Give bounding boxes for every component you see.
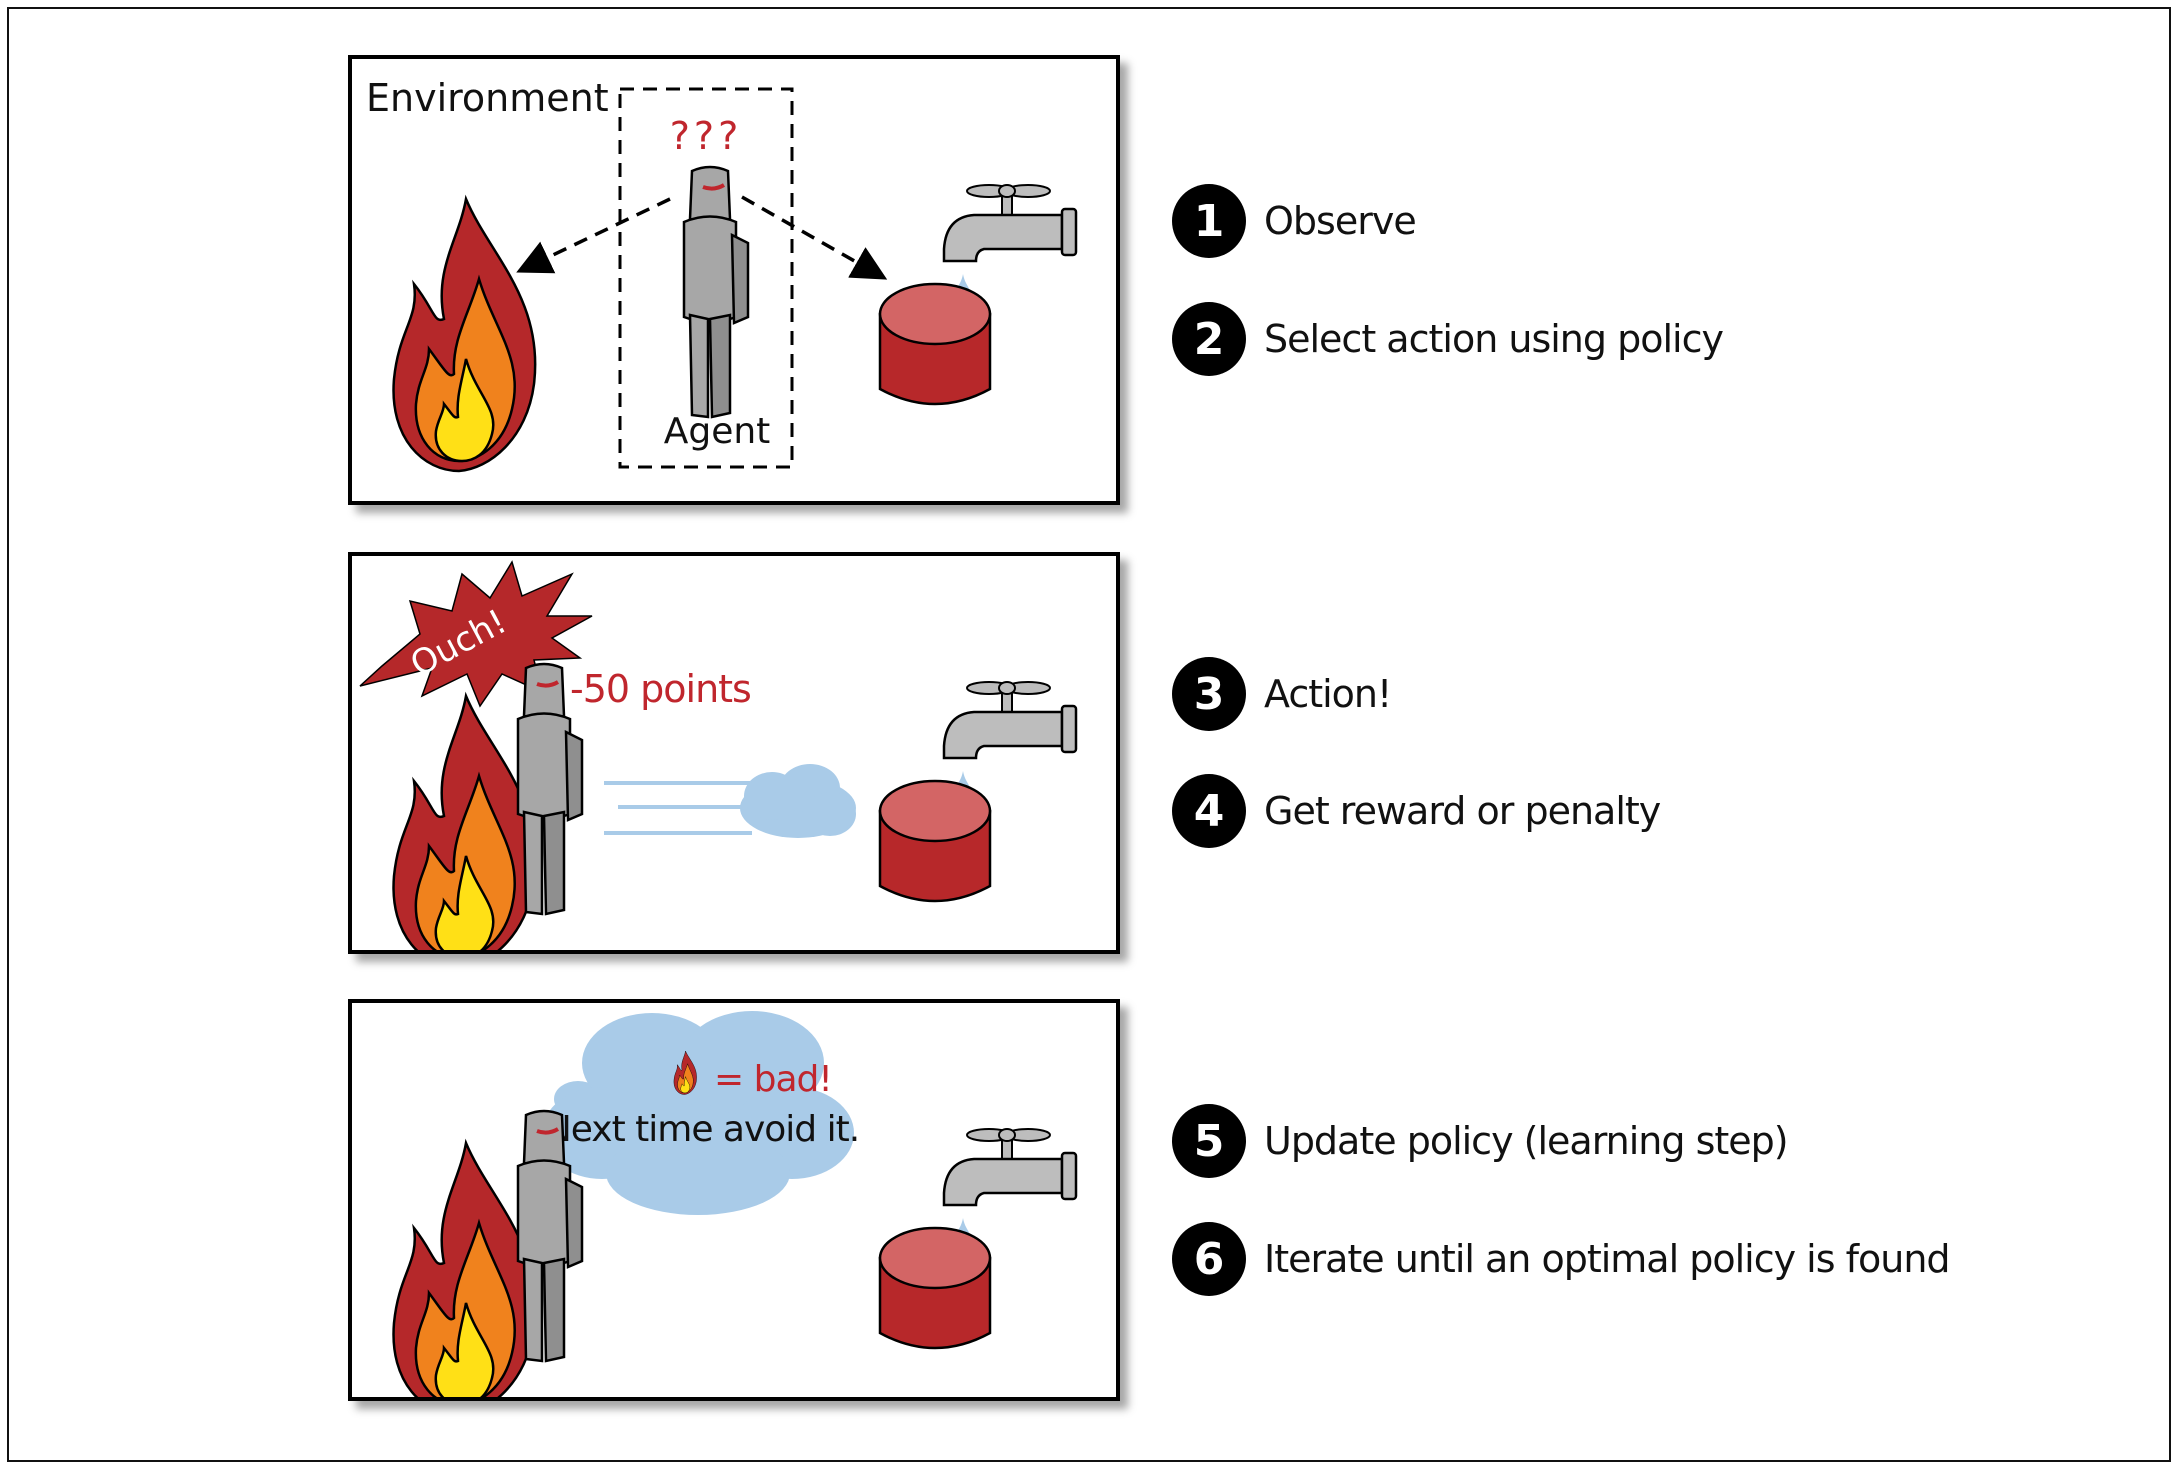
bucket-icon [878, 779, 992, 903]
step-label: Update policy (learning step) [1264, 1119, 1789, 1163]
fire-icon [392, 694, 537, 950]
observe-scene: Environment ??? Agent [366, 76, 1078, 473]
observe-panel: Environment ??? Agent [348, 55, 1120, 505]
step-number-badge: 6 [1172, 1222, 1246, 1296]
bucket-icon [878, 282, 992, 406]
question-marks: ??? [670, 114, 743, 158]
bucket-icon [878, 1226, 992, 1350]
agent-dashed-box [618, 87, 794, 469]
environment-label: Environment [366, 76, 609, 120]
step-label: Select action using policy [1264, 317, 1724, 361]
step-observe: 1 Observe [1172, 183, 1417, 259]
action-panel: Ouch! -50 points [348, 552, 1120, 954]
arrow-to-bucket [741, 195, 888, 280]
learning-scene: = bad! Next time avoid it. [392, 1011, 1078, 1397]
action-scene: Ouch! -50 points [359, 560, 1078, 950]
step-select-action: 2 Select action using policy [1172, 301, 1724, 377]
step-update-policy: 5 Update policy (learning step) [1172, 1103, 1789, 1179]
water-tap-icon [942, 680, 1078, 760]
water-tap-icon [942, 183, 1078, 263]
thought-avoid-text: Next time avoid it. [545, 1109, 859, 1150]
step-number-badge: 3 [1172, 657, 1246, 731]
step-number-badge: 4 [1172, 774, 1246, 848]
penalty-points: -50 points [570, 667, 751, 711]
agent-label: Agent [664, 411, 771, 452]
step-label: Get reward or penalty [1264, 789, 1661, 833]
step-iterate: 6 Iterate until an optimal policy is fou… [1172, 1221, 1951, 1297]
learning-panel: = bad! Next time avoid it. [348, 999, 1120, 1401]
step-number-badge: 2 [1172, 302, 1246, 376]
step-label: Action! [1264, 672, 1392, 716]
thought-cloud-icon [542, 1011, 854, 1215]
thought-bad-text: = bad! [714, 1059, 832, 1100]
arrow-to-fire [516, 197, 671, 274]
water-tap-icon [942, 1127, 1078, 1207]
step-label: Observe [1264, 199, 1417, 243]
robot-agent-icon [682, 165, 750, 419]
step-action: 3 Action! [1172, 656, 1392, 732]
step-label: Iterate until an optimal policy is found [1264, 1237, 1951, 1281]
step-number-badge: 1 [1172, 184, 1246, 258]
diagram-frame [7, 7, 2171, 1462]
step-reward: 4 Get reward or penalty [1172, 773, 1661, 849]
fire-icon [392, 1141, 537, 1397]
fire-icon [392, 197, 537, 473]
dust-cloud-icon [740, 764, 856, 838]
step-number-badge: 5 [1172, 1104, 1246, 1178]
